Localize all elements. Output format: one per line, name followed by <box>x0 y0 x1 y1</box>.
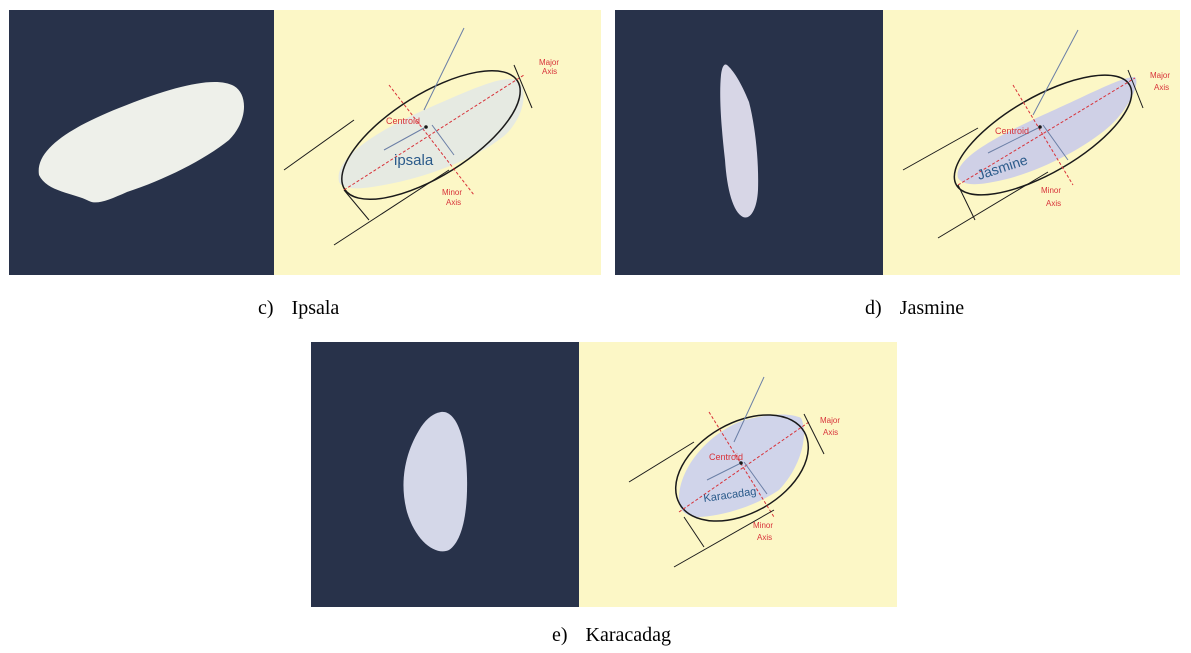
karacadag-axes-diagram: Centroid Major Axis Minor Axis Karacadag <box>579 342 897 607</box>
jasmine-centroid-label: Centroid <box>995 126 1029 136</box>
ipsala-extent-line <box>344 190 369 220</box>
jasmine-grain-shape <box>720 64 758 217</box>
caption-karacadag: e) Karacadag <box>552 624 671 647</box>
karacadag-diagram-panel: Centroid Major Axis Minor Axis Karacadag <box>579 342 897 607</box>
jasmine-grain-photo <box>615 10 883 275</box>
jasmine-centroid-point <box>1038 125 1042 129</box>
ipsala-tangent-line <box>284 120 354 170</box>
karacadag-centroid-label: Centroid <box>709 452 743 462</box>
karacadag-grain-shape <box>679 415 804 517</box>
ipsala-major-label-line2: Axis <box>542 67 557 76</box>
ipsala-photo-panel <box>9 10 274 275</box>
ipsala-minor-label-line2: Axis <box>446 198 461 207</box>
ipsala-major-label-line1: Major <box>539 58 559 67</box>
caption-karacadag-name: Karacadag <box>586 624 672 647</box>
jasmine-extent-line <box>958 185 975 220</box>
karacadag-grain-photo <box>311 342 579 607</box>
ipsala-diagram-panel: Centroid Major Axis Minor Axis ipsala <box>274 10 601 275</box>
karacadag-major-label-line1: Major <box>820 416 840 425</box>
karacadag-photo-panel <box>311 342 579 607</box>
ipsala-centroid-point <box>424 125 428 129</box>
ipsala-grain-shape <box>39 82 244 202</box>
ipsala-axes-diagram: Centroid Major Axis Minor Axis ipsala <box>274 10 601 275</box>
caption-jasmine-letter: d) <box>865 297 882 320</box>
caption-ipsala-name: Ipsala <box>292 297 340 320</box>
caption-jasmine-name: Jasmine <box>900 297 964 320</box>
jasmine-minor-label-line2: Axis <box>1046 199 1061 208</box>
ipsala-minor-label-line1: Minor <box>442 188 462 197</box>
caption-karacadag-letter: e) <box>552 624 568 647</box>
jasmine-photo-panel <box>615 10 883 275</box>
karacadag-minor-label-line2: Axis <box>757 533 772 542</box>
ipsala-grain-label: ipsala <box>394 152 434 169</box>
ipsala-grain-photo <box>9 10 274 275</box>
jasmine-major-label-line1: Major <box>1150 71 1170 80</box>
karacadag-extent-line <box>684 517 704 547</box>
ipsala-centroid-label: Centroid <box>386 116 420 126</box>
karacadag-major-label-line2: Axis <box>823 428 838 437</box>
jasmine-minor-label-line1: Minor <box>1041 186 1061 195</box>
jasmine-axes-diagram: Centroid Major Axis Minor Axis Jasmine <box>883 10 1180 275</box>
caption-ipsala-letter: c) <box>258 297 274 320</box>
karacadag-grain-shape <box>403 412 467 551</box>
jasmine-diagram-panel: Centroid Major Axis Minor Axis Jasmine <box>883 10 1180 275</box>
caption-ipsala: c) Ipsala <box>258 297 339 320</box>
jasmine-major-label-line2: Axis <box>1154 83 1169 92</box>
caption-jasmine: d) Jasmine <box>865 297 964 320</box>
karacadag-minor-label-line1: Minor <box>753 521 773 530</box>
